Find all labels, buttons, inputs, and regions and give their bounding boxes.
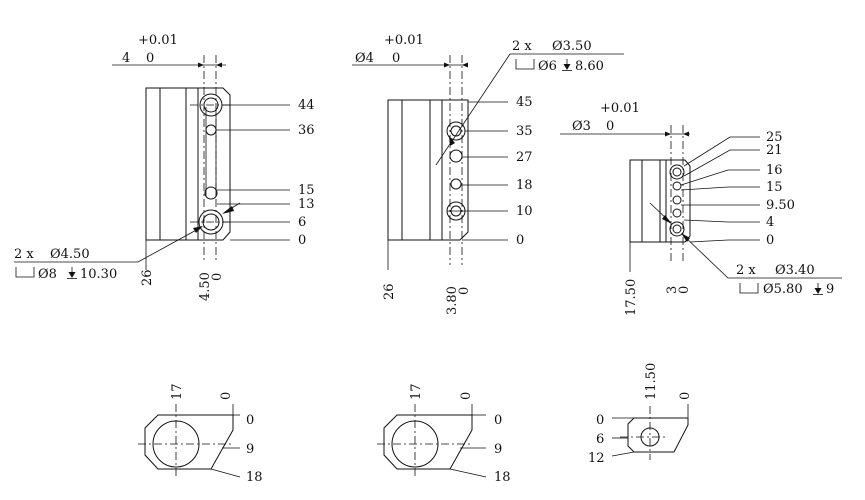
depth-icon (562, 59, 572, 71)
depth-icon (67, 267, 77, 279)
view-b-callout-qty: 2 x (512, 39, 532, 54)
view-c-bot-3: 3 (665, 286, 680, 294)
view-c-callout-depth: 9 (826, 282, 834, 297)
bview-a-0: 0 (246, 413, 254, 428)
view-a-ord-36: 36 (298, 123, 315, 138)
view-b-hdim-0: 0 (392, 51, 400, 66)
view-a-callout-qty: 2 x (14, 247, 34, 262)
view-a-tolerance: +0.01 (138, 33, 178, 48)
view-b-ord-10: 10 (516, 204, 533, 219)
view-a-hdim-4: 4 (122, 51, 130, 66)
bview-c-0: 0 (596, 413, 604, 428)
view-a-callout-cbore: Ø8 (38, 267, 57, 282)
bview-b-9: 9 (494, 442, 502, 457)
view-b-ord-45: 45 (516, 95, 533, 110)
bview-b-18: 18 (494, 470, 511, 485)
bview-a-top-0: 0 (219, 392, 234, 400)
view-b-bot-26: 26 (382, 283, 397, 300)
view-b-ord-35: 35 (516, 124, 533, 139)
view-c-tolerance: +0.01 (600, 101, 640, 116)
view-c-ord-16: 16 (766, 163, 783, 178)
bview-b-top-0: 0 (459, 392, 474, 400)
bview-b-0: 0 (494, 413, 502, 428)
bview-a-17: 17 (170, 383, 185, 400)
view-a-callout-dia: Ø4.50 (50, 247, 90, 262)
view-c-bot-0: 0 (677, 286, 692, 294)
view-b: +0.01 Ø4 0 45 35 27 18 10 0 26 3.80 0 2 … (352, 33, 624, 315)
view-b-callout-depth: 8.60 (575, 59, 604, 74)
bview-b-17: 17 (409, 383, 424, 400)
view-a: +0.01 4 0 44 36 15 13 6 0 26 4.50 0 2 x … (14, 33, 315, 301)
bview-a-9: 9 (246, 442, 254, 457)
view-a-ord-15: 15 (298, 183, 315, 198)
view-a-bot-26: 26 (140, 269, 155, 286)
view-b-ord-18: 18 (516, 178, 533, 193)
bview-c-11-50: 11.50 (644, 363, 659, 400)
bottom-view-b: 17 0 0 9 18 (377, 383, 511, 485)
bview-a-18: 18 (246, 470, 263, 485)
bottom-view-a: 17 0 0 9 18 (138, 383, 263, 485)
view-c-callout-dia: Ø3.40 (775, 263, 815, 278)
view-b-tolerance: +0.01 (384, 33, 424, 48)
bottom-view-c: 11.50 0 0 6 12 (588, 363, 693, 466)
view-c-bot-17-50: 17.50 (624, 279, 639, 316)
view-c-ord-4: 4 (766, 215, 774, 230)
view-c-ord-9-50: 9.50 (766, 198, 795, 213)
view-c-callout-qty: 2 x (736, 263, 756, 278)
view-b-callout-dia: Ø3.50 (552, 39, 592, 54)
view-c-ord-15: 15 (766, 180, 783, 195)
view-b-callout-cbore: Ø6 (538, 59, 557, 74)
view-a-bot-4-50: 4.50 (198, 272, 213, 301)
view-a-ord-6: 6 (298, 215, 306, 230)
view-b-ord-0: 0 (516, 233, 524, 248)
bview-c-top-0: 0 (678, 392, 693, 400)
view-b-ord-27: 27 (516, 150, 533, 165)
view-c-callout-cbore: Ø5.80 (763, 282, 803, 297)
view-c-hdim-dia3: Ø3 (572, 119, 591, 134)
view-a-ord-0: 0 (298, 233, 306, 248)
view-a-ord-44: 44 (298, 98, 315, 113)
view-a-bot-0: 0 (210, 273, 225, 281)
view-a-callout-depth: 10.30 (80, 267, 117, 282)
bview-c-12: 12 (588, 451, 605, 466)
view-c-ord-0: 0 (766, 233, 774, 248)
view-c: +0.01 Ø3 0 25 21 16 15 9.50 4 0 17.50 3 … (560, 101, 842, 316)
view-a-hdim-0: 0 (146, 51, 154, 66)
depth-icon (813, 283, 823, 295)
view-c-ord-25: 25 (766, 130, 783, 145)
view-b-hdim-dia4: Ø4 (355, 51, 374, 66)
view-b-bot-3-80: 3.80 (445, 286, 460, 315)
bview-c-6: 6 (596, 432, 604, 447)
view-b-bot-0: 0 (457, 287, 472, 295)
view-c-ord-21: 21 (766, 143, 783, 158)
view-c-hdim-0: 0 (606, 119, 614, 134)
view-a-ord-13: 13 (298, 197, 315, 212)
